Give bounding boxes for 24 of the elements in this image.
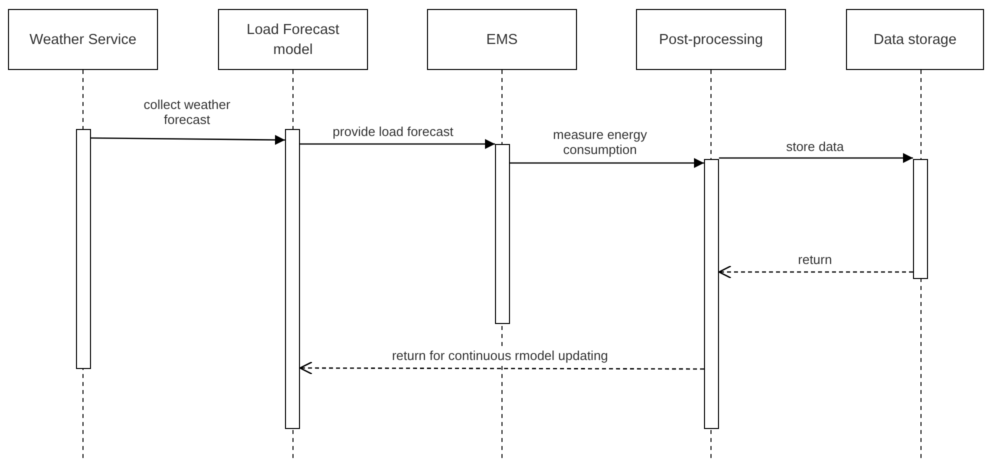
participant-name: EMS — [486, 30, 518, 50]
message-arrow — [300, 139, 495, 149]
participant-name: Weather Service — [30, 30, 136, 50]
activation-bar — [285, 129, 300, 429]
participant-name: Data storage — [873, 30, 957, 50]
message-arrow — [510, 158, 704, 168]
dashed-return-arrow — [299, 361, 704, 375]
activation-bar — [495, 144, 510, 324]
participant-box — [636, 9, 786, 70]
participant-name: Post-processing — [659, 30, 763, 50]
message-arrow — [91, 134, 285, 145]
edge-label: provide load forecast — [330, 124, 456, 139]
edge-label: store data — [784, 139, 846, 154]
edge-label: return for continuous rmodel updating — [390, 348, 610, 363]
participant-box — [8, 9, 158, 70]
activation-bar — [76, 129, 91, 369]
participant-box — [427, 9, 577, 70]
activation-bar — [913, 159, 928, 279]
participant-box — [846, 9, 984, 70]
message-arrow — [719, 153, 913, 163]
participant-box — [218, 9, 368, 70]
dashed-return-arrow — [718, 265, 913, 279]
activation-bar — [704, 159, 719, 429]
participant-name: Load Forecast model — [246, 20, 340, 60]
